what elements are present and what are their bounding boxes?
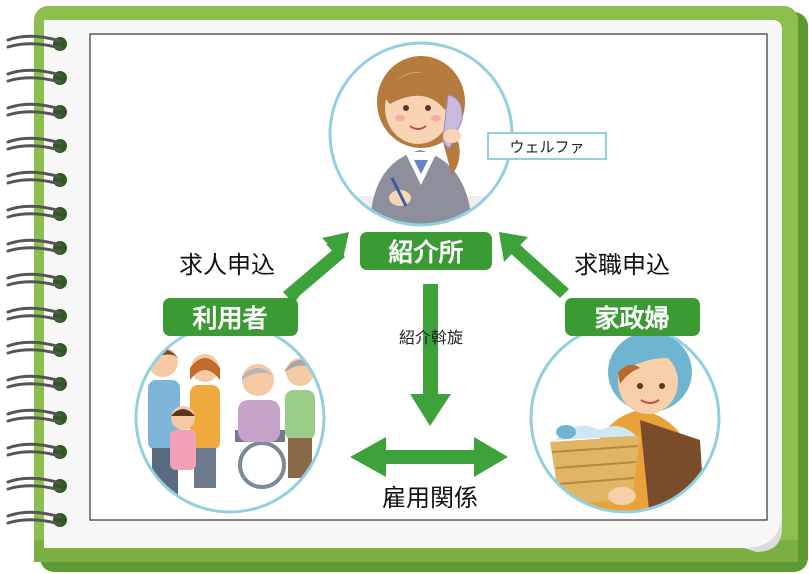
employer-illustration: [136, 324, 324, 512]
office-label-text: 紹介所: [388, 238, 463, 267]
referral-text: 紹介斡旋: [399, 328, 463, 347]
employer-label: 利用者: [163, 298, 298, 336]
job-offer-text: 求人申込: [179, 251, 275, 279]
worker-label-text: 家政婦: [594, 304, 669, 333]
employment-text: 雇用関係: [382, 484, 478, 512]
office-label: 紹介所: [360, 232, 492, 270]
employer-label-text: 利用者: [192, 304, 267, 333]
office-tag-text: ウェルファ: [509, 138, 584, 156]
worker-label: 家政婦: [565, 298, 700, 336]
job-application-text: 求職申込: [574, 251, 670, 279]
